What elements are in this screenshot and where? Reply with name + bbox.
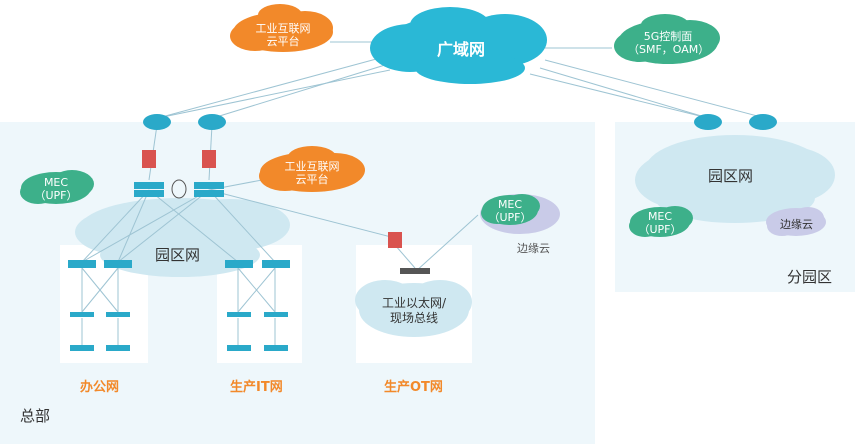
access-switch-icon bbox=[68, 260, 290, 317]
industrial-cloud-hq-line1: 工业互联网 bbox=[284, 160, 340, 173]
production-it-label: 生产IT网 bbox=[230, 380, 283, 395]
office-net-label: 办公网 bbox=[80, 380, 120, 395]
branch-region-label: 分园区 bbox=[787, 268, 833, 286]
control-plane-label: 5G控制面 （SMF，OAM） bbox=[628, 30, 710, 56]
industrial-cloud-hq-line2: 云平台 bbox=[295, 173, 329, 186]
hq-edge-mec-label: MEC （UPF） bbox=[480, 198, 540, 224]
hq-mec-label: MEC （UPF） bbox=[26, 176, 86, 202]
hq-mec-line1: MEC bbox=[43, 176, 69, 189]
industrial-switch-icon bbox=[400, 268, 430, 274]
wan-label: 广域网 bbox=[437, 40, 486, 59]
firewall-icon bbox=[142, 150, 402, 248]
hq-mec-cloud bbox=[20, 170, 94, 204]
branch-mec-line1: MEC bbox=[647, 210, 673, 223]
hq-mec-line2: （UPF） bbox=[34, 189, 78, 202]
hq-campus-label: 园区网 bbox=[155, 246, 201, 264]
ethernet-cloud bbox=[355, 280, 472, 337]
branch-mec-line2: （UPF） bbox=[638, 223, 682, 236]
industrial-ethernet-line2: 现场总线 bbox=[389, 311, 438, 325]
control-plane-line1: 5G控制面 bbox=[643, 30, 693, 43]
industrial-ethernet-line1: 工业以太网/ bbox=[381, 296, 447, 310]
branch-campus-label: 园区网 bbox=[708, 167, 754, 185]
industrial-cloud-top-line1: 工业互联网 bbox=[255, 22, 311, 35]
hq-edge-mec-cloud bbox=[480, 194, 560, 234]
control-plane-cloud bbox=[614, 14, 720, 64]
link-aggregation-icon bbox=[171, 179, 187, 199]
wireless-ap-icon bbox=[70, 345, 288, 351]
industrial-cloud-top-label: 工业互联网 云平台 bbox=[250, 22, 316, 48]
branch-campus-cloud bbox=[635, 135, 835, 223]
hq-edge-mec-line2: （UPF） bbox=[488, 211, 532, 224]
industrial-cloud-top-line2: 云平台 bbox=[266, 35, 300, 48]
hq-edge-mec-line1: MEC bbox=[497, 198, 523, 211]
branch-edge-cloud-label: 边缘云 bbox=[780, 218, 813, 231]
wan-cloud bbox=[370, 7, 547, 84]
industrial-cloud-hq bbox=[259, 146, 365, 192]
branch-mec-label: MEC （UPF） bbox=[630, 210, 690, 236]
core-switch-icon bbox=[134, 182, 224, 197]
industrial-cloud-hq-label: 工业互联网 云平台 bbox=[279, 160, 345, 186]
branch-mec-cloud bbox=[629, 206, 693, 237]
branch-edge-cloud bbox=[766, 207, 826, 236]
hq-edge-cloud-label: 边缘云 bbox=[517, 242, 550, 255]
industrial-cloud-top bbox=[230, 4, 333, 52]
hq-region-label: 总部 bbox=[20, 407, 51, 425]
industrial-ethernet-label: 工业以太网/ 现场总线 bbox=[374, 296, 454, 326]
control-plane-line2: （SMF，OAM） bbox=[628, 43, 710, 56]
production-ot-label: 生产OT网 bbox=[384, 380, 443, 395]
router-icon bbox=[143, 114, 777, 130]
